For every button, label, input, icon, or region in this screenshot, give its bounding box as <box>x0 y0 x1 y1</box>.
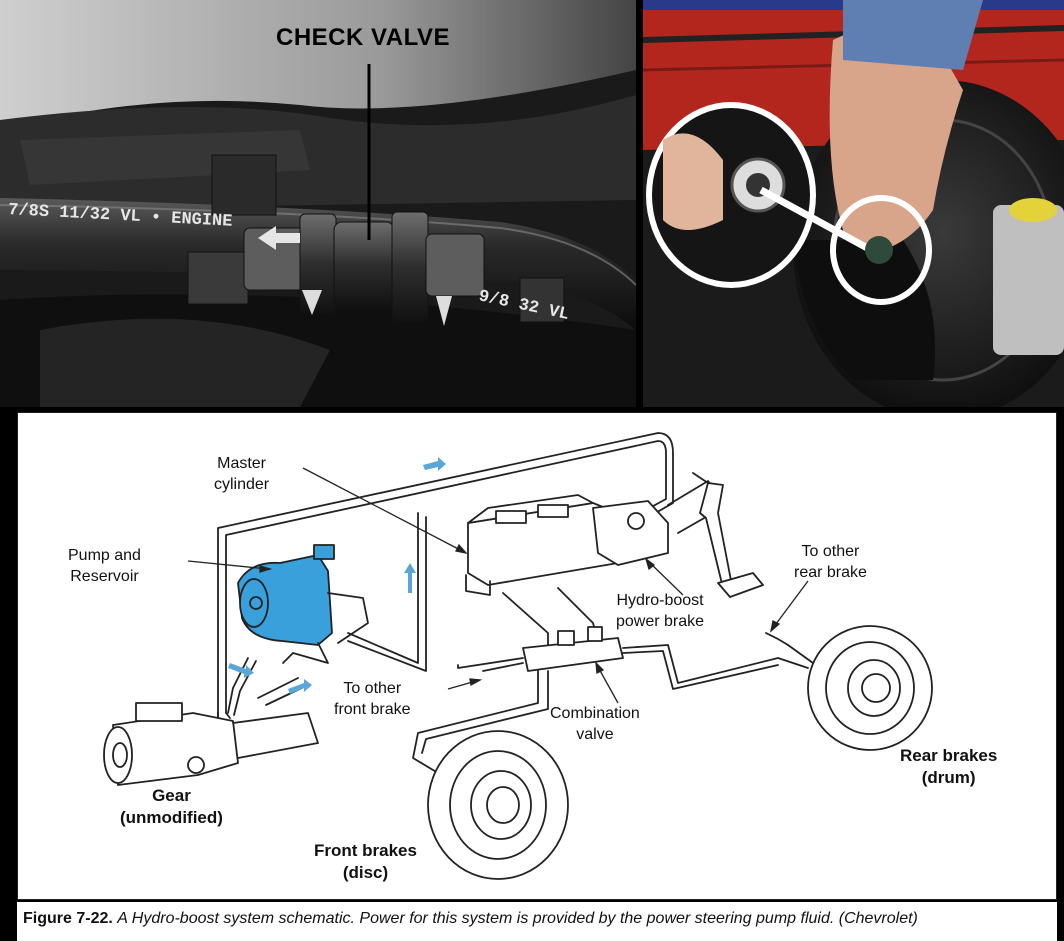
label-pump-reservoir: Pump and Reservoir <box>68 547 141 585</box>
label-rear-brakes: Rear brakes (drum) <box>900 746 998 787</box>
booster-photo-image <box>643 0 1064 407</box>
label-to-other-front-brake: To other front brake <box>334 680 411 718</box>
figure-caption-text: A Hydro-boost system schematic. Power fo… <box>117 910 918 927</box>
check-valve-photo-image: 7/8S 11/32 VL • ENGINE 9/8 32 VL <box>0 0 636 407</box>
booster-photo <box>643 0 1064 407</box>
hydro-boost-schematic: Master cylinder Pump and Reservoir Hydro… <box>17 412 1057 900</box>
label-front-brakes: Front brakes (disc) <box>314 841 417 882</box>
check-valve-label: CHECK VALVE <box>276 24 450 51</box>
label-gear: Gear (unmodified) <box>120 786 223 827</box>
caption-bar: Figure 7-22. A Hydro-boost system schema… <box>17 902 1057 941</box>
figure-caption: Figure 7-22. A Hydro-boost system schema… <box>23 910 918 928</box>
figure-number: Figure 7-22. <box>23 910 113 927</box>
check-valve-photo: 7/8S 11/32 VL • ENGINE 9/8 32 VL CHECK V… <box>0 0 636 407</box>
label-hydro-boost: Hydro-boost power brake <box>616 592 705 630</box>
schematic-drawing <box>103 432 933 880</box>
label-master-cylinder: Master cylinder <box>214 455 270 493</box>
label-to-other-rear-brake: To other rear brake <box>794 543 867 581</box>
label-combination-valve: Combination valve <box>550 705 640 743</box>
